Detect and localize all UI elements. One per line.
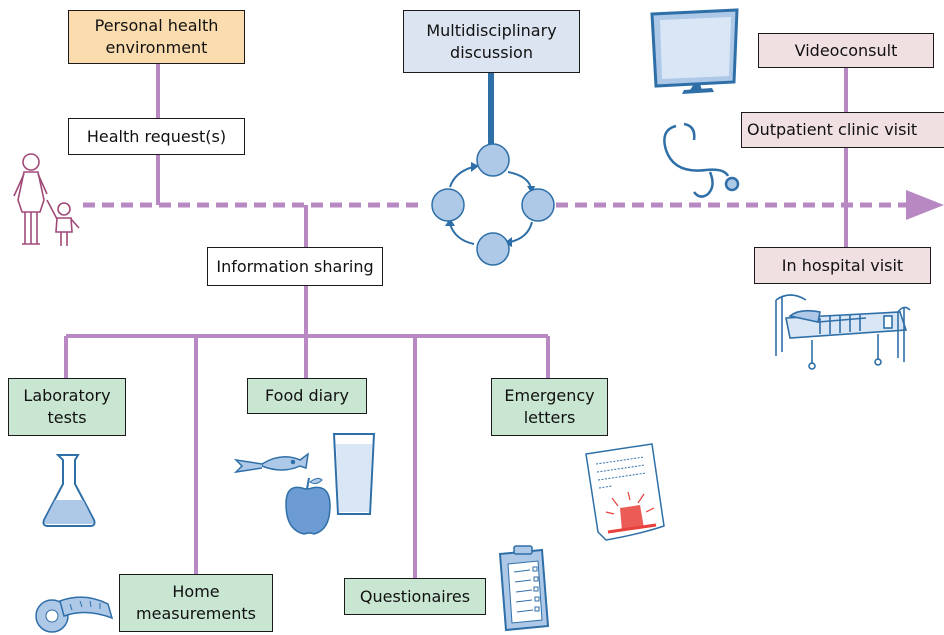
cycle-arrow-top-left [449, 166, 474, 188]
videoconsult-box: Videoconsult [758, 33, 934, 68]
fish-icon [233, 452, 309, 474]
personal-health-environment-box: Personal health environment [68, 10, 245, 64]
glass-icon [332, 433, 376, 515]
health-requests-box: Health request(s) [68, 118, 245, 155]
apple-icon [285, 477, 331, 535]
flask-icon [42, 454, 96, 527]
cycle-arrow-top-right [507, 171, 532, 189]
cycle-node-top [476, 143, 510, 177]
in-hospital-visit-box: In hospital visit [754, 247, 931, 284]
tape-measure-icon [35, 596, 114, 633]
food-diary-box: Food diary [247, 378, 367, 414]
laboratory-tests-box: Laboratory tests [8, 378, 126, 436]
cycle-arrow-bottom-right [509, 221, 533, 243]
cycle-node-left [431, 188, 465, 222]
information-sharing-box: Information sharing [207, 247, 383, 286]
connector-lines [64, 64, 848, 578]
cycle-arrowhead-bottom-left [445, 218, 455, 226]
parent-child-icon [13, 153, 80, 246]
cycle-arrow-bottom-left [449, 223, 475, 245]
outpatient-clinic-visit-box: Outpatient clinic visit [741, 112, 944, 148]
clipboard-icon [498, 545, 550, 632]
questionaires-box: Questionaires [344, 578, 486, 615]
monitor-icon [650, 8, 739, 94]
emergency-letters-box: Emergency letters [491, 378, 608, 436]
multidisciplinary-discussion-box: Multidisciplinary discussion [403, 10, 580, 73]
stethoscope-icon [663, 122, 740, 198]
discussion-cycle [431, 73, 555, 266]
cycle-arrowhead-top-left [471, 162, 479, 172]
timeline-arrowhead [906, 190, 944, 220]
home-measurements-box: Home measurements [119, 574, 273, 632]
cycle-node-right [521, 188, 555, 222]
cycle-node-bottom [476, 232, 510, 266]
timeline-arrow [83, 190, 944, 220]
hospital-bed-icon [775, 294, 911, 370]
emergency-letter-icon [585, 443, 665, 541]
